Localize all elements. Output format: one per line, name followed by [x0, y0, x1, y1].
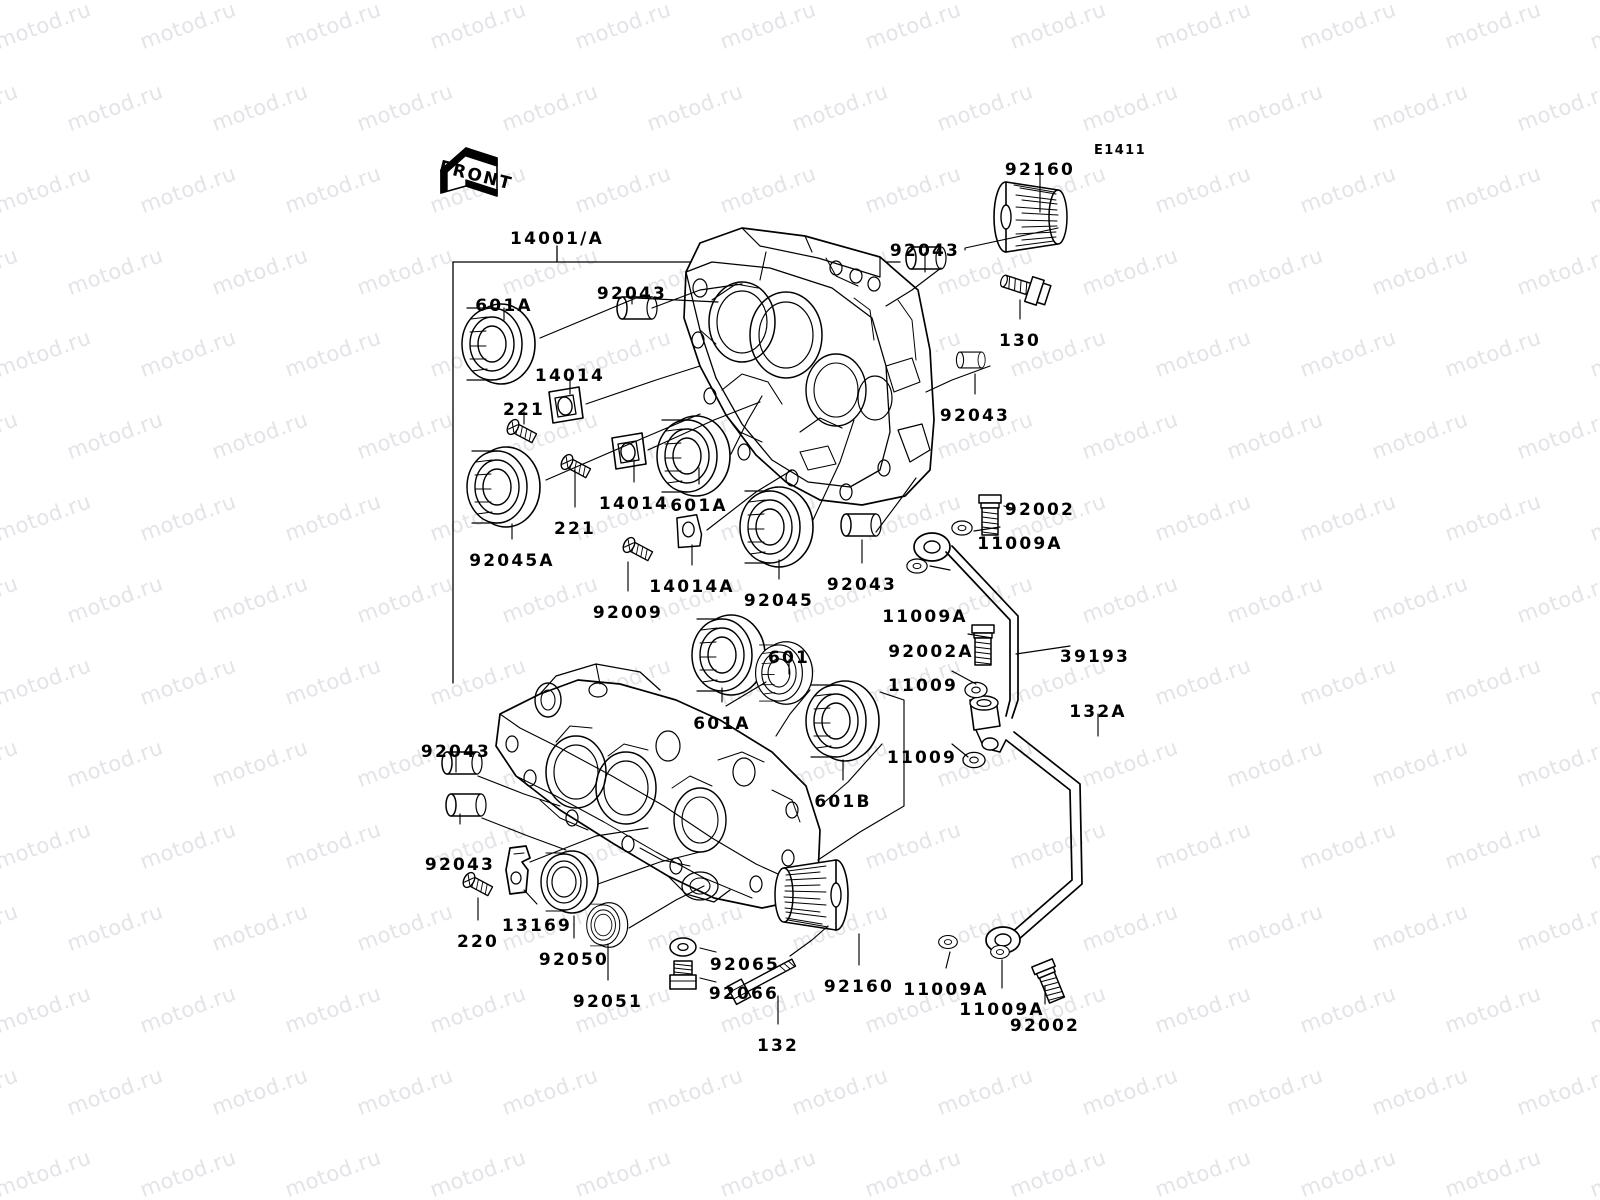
part-label-l-14014a: 14014A [649, 577, 735, 597]
plate-14014a [676, 513, 703, 549]
part-label-l-39193: 39193 [1059, 647, 1131, 667]
part-label-l-14014-2: 14014 [598, 494, 670, 514]
gasket-11009a-3 [938, 934, 958, 950]
part-label-l-601a-2: 601A [670, 496, 728, 516]
oil-pipe-39193 [913, 532, 1083, 954]
gasket-11009-2 [962, 751, 986, 769]
bearing-601b [805, 680, 880, 762]
front-arrow-icon [440, 147, 498, 197]
plate-14014-1 [548, 386, 584, 424]
bearing-601a-1 [461, 303, 536, 385]
oil-seal-92051 [586, 902, 629, 948]
part-label-l-11009a-3: 11009A [903, 980, 989, 1000]
bolt-130 [996, 266, 1053, 309]
part-label-l-11009a-4: 11009A [959, 1000, 1045, 1020]
gasket-11009a-1 [951, 520, 973, 536]
upper-crankcase-half [683, 227, 935, 506]
banjo-bolt-92002a [971, 624, 995, 666]
part-label-l-11009a-1: 11009A [977, 534, 1063, 554]
part-label-l-11009-1: 11009 [887, 676, 959, 696]
screw-221-1 [504, 416, 539, 447]
banjo-bolt-92002-bottom [1031, 958, 1068, 1005]
leader-lines [455, 171, 1099, 1025]
part-label-l-92045a: 92045A [469, 551, 555, 571]
gasket-11009a-4 [990, 944, 1010, 960]
part-label-l-601: 601 [767, 648, 811, 668]
part-label-l-92009: 92009 [592, 603, 664, 623]
part-label-code: E1411 [1094, 143, 1147, 158]
part-label-l-92043-d: 92043 [826, 575, 898, 595]
gasket-11009-1 [964, 681, 988, 699]
bearing-601a-3 [691, 614, 766, 696]
part-label-l-601a-1: 601A [475, 296, 533, 316]
bearing-92045 [739, 486, 814, 568]
part-label-l-92043-c: 92043 [939, 406, 1011, 426]
plate-14014-2 [611, 432, 647, 470]
part-label-l-92066: 92066 [708, 984, 780, 1004]
part-label-l-130: 130 [998, 331, 1042, 351]
part-label-l-221-2: 221 [553, 519, 597, 539]
bolt-132 [726, 958, 797, 1006]
part-label-l-92043-e: 92043 [420, 742, 492, 762]
part-label-l-13169: 13169 [501, 916, 573, 936]
part-label-l-92043-a: 92043 [889, 241, 961, 261]
part-label-l-132a: 132A [1069, 702, 1127, 722]
pin-92043-c [955, 351, 986, 369]
gasket-11009a-2 [906, 558, 928, 574]
part-label-l-11009a-2: 11009A [882, 607, 968, 627]
part-label-l-11009-2: 11009 [886, 748, 958, 768]
part-label-l-601a-3: 601A [693, 714, 751, 734]
part-label-l-601b: 601B [814, 792, 872, 812]
pin-92043-f [445, 793, 487, 817]
part-label-l-220: 220 [456, 932, 500, 952]
damper-92160-bottom [774, 859, 849, 931]
pin-92043-d [840, 513, 882, 537]
part-label-l-92160-b: 92160 [823, 977, 895, 997]
gasket-92065 [669, 937, 697, 957]
part-label-l-221-1: 221 [502, 400, 546, 420]
part-label-l-92002: 92002 [1004, 500, 1076, 520]
part-label-l-92002-b: 92002 [1009, 1016, 1081, 1036]
oil-seal-92050 [540, 850, 599, 914]
part-label-l-14001a: 14001/A [510, 229, 604, 249]
drain-plug-92066 [669, 960, 697, 990]
damper-92160-top [993, 181, 1068, 253]
part-label-l-92043-f: 92043 [424, 855, 496, 875]
part-label-l-14014-1: 14014 [534, 366, 606, 386]
part-label-l-92002a: 92002A [888, 642, 974, 662]
part-label-l-92043-b: 92043 [596, 284, 668, 304]
part-label-l-92045: 92045 [743, 591, 815, 611]
part-label-l-92051: 92051 [572, 992, 644, 1012]
front-marker: FRONT [432, 143, 515, 197]
plate-13169 [505, 845, 531, 895]
part-label-l-132: 132 [756, 1036, 800, 1056]
part-label-l-92160-t: 92160 [1004, 160, 1076, 180]
screw-92009 [620, 534, 655, 565]
bearing-92045a [466, 446, 541, 528]
part-label-l-92050: 92050 [538, 950, 610, 970]
part-label-l-92065: 92065 [709, 955, 781, 975]
